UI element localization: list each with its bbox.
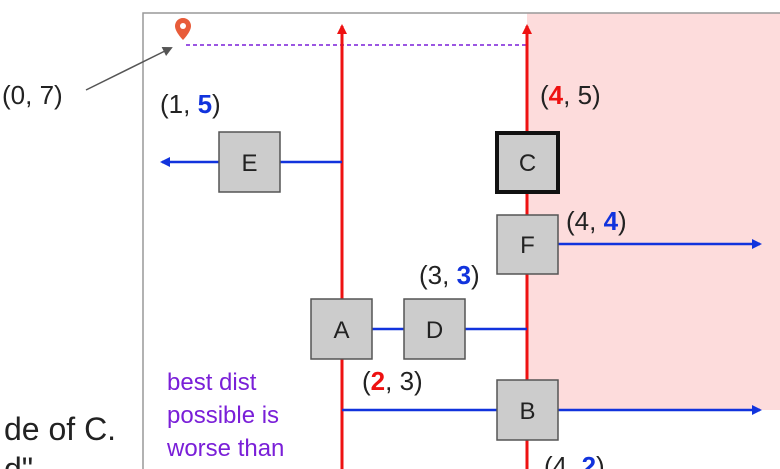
plane-border (142, 12, 780, 469)
node-c-label: C (519, 150, 536, 177)
origin-pointer-arrow (85, 47, 173, 91)
label-origin: (0, 7) (2, 80, 63, 110)
label-d: (3, 3) (419, 260, 480, 290)
label-f: (4, 4) (566, 206, 627, 236)
highlighted-region (527, 13, 780, 410)
label-b: (4, 2) (544, 451, 605, 469)
node-c: C (495, 131, 560, 194)
node-e: E (218, 131, 281, 193)
node-b: B (496, 379, 559, 441)
note-line3: worse than (166, 435, 284, 462)
label-a: (2, 3) (362, 366, 423, 396)
label-e: (1, 5) (160, 89, 221, 119)
note-line2: possible is (167, 402, 279, 429)
node-b-label: B (519, 398, 535, 425)
map-pin-icon (175, 18, 191, 40)
background-text-line2: d" (4, 451, 33, 469)
background-text-line1: de of C. (4, 411, 116, 447)
label-c: (4, 5) (540, 80, 601, 110)
node-f-label: F (520, 232, 535, 259)
note-line1: best dist (167, 369, 257, 396)
node-f: F (496, 214, 559, 275)
node-e-label: E (241, 150, 257, 177)
node-a: A (310, 298, 373, 360)
node-a-label: A (333, 317, 349, 344)
node-d: D (403, 298, 466, 360)
node-d-label: D (426, 317, 443, 344)
